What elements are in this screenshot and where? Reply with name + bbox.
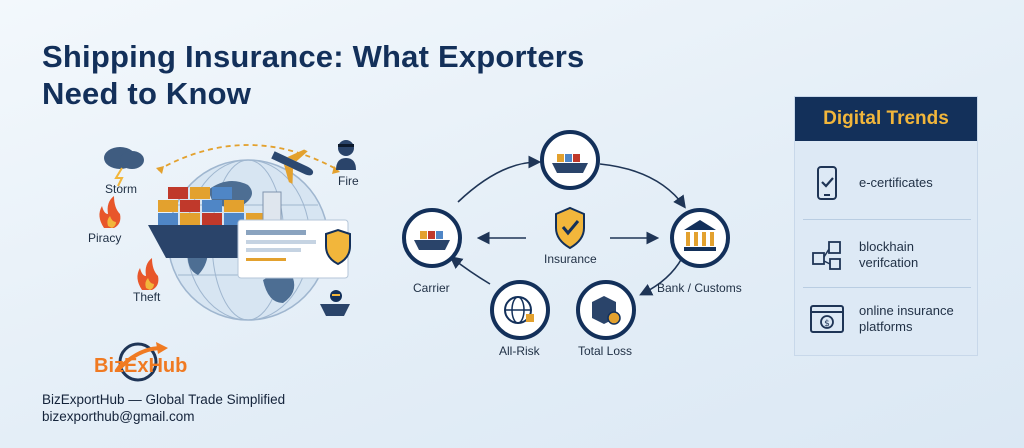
blockchain-cubes-icon (812, 241, 841, 270)
trend-label-blockchain: blockhain verifcation (859, 239, 919, 270)
shipping-risk-illustration (99, 140, 356, 321)
title-line-2: Need to Know (42, 76, 252, 111)
digital-trends-panel: Digital Trends e-certificates blockhain … (794, 96, 978, 356)
node-carrier-icon (402, 208, 462, 268)
phone-check-icon (817, 166, 837, 200)
trend-item-online-platforms: $ online insurance platforms (795, 287, 979, 351)
fire-icon-theft (137, 258, 159, 290)
risk-label-storm: Storm (105, 182, 138, 196)
flow-label-total-loss: Total Loss (578, 344, 633, 358)
panel-divider (803, 219, 971, 220)
fire-icon-piracy (99, 196, 121, 228)
pirate-icon (336, 140, 356, 170)
trend-item-e-certificates: e-certificates (795, 151, 979, 215)
node-bank-icon (670, 208, 730, 268)
risk-label-fire: Fire (338, 174, 359, 188)
risk-label-theft: Theft (133, 290, 161, 304)
airplane-icon (271, 149, 314, 184)
bizexhub-logo-icon (116, 342, 168, 382)
trend-item-blockchain: blockhain verifcation (795, 223, 979, 287)
trend-label-e-certificates: e-certificates (859, 175, 933, 190)
flow-label-bank: Bank / Customs (657, 281, 742, 295)
panel-heading: Digital Trends (795, 97, 977, 141)
pirate-boat-icon (320, 290, 350, 316)
insurance-shield-icon (555, 206, 585, 250)
brand-email: bizexporthub@gmail.com (42, 409, 195, 424)
node-all-risk-icon (490, 280, 550, 340)
trend-label-online-platforms: online insurance platforms (859, 303, 954, 334)
panel-divider (803, 287, 971, 288)
brand-tagline: BizExportHub — Global Trade Simplified (42, 392, 286, 407)
node-ship-top-icon (540, 130, 600, 190)
node-total-loss-icon (576, 280, 636, 340)
brand-logo-text: BizExHub (94, 355, 188, 377)
svg-text:$: $ (824, 319, 830, 329)
flow-label-carrier: Carrier (413, 281, 450, 295)
storm-cloud-icon (104, 147, 144, 187)
insurance-flow-diagram (402, 130, 730, 340)
flow-label-all-risk: All-Risk (499, 344, 540, 358)
flow-label-insurance: Insurance (544, 252, 597, 266)
page-title: Shipping Insurance: What Exporters Need … (42, 38, 682, 112)
risk-label-piracy: Piracy (88, 231, 122, 245)
insurance-certificate-icon (237, 219, 351, 279)
browser-dollar-icon: $ (810, 305, 844, 333)
title-line-1: Shipping Insurance: What Exporters (42, 39, 585, 74)
